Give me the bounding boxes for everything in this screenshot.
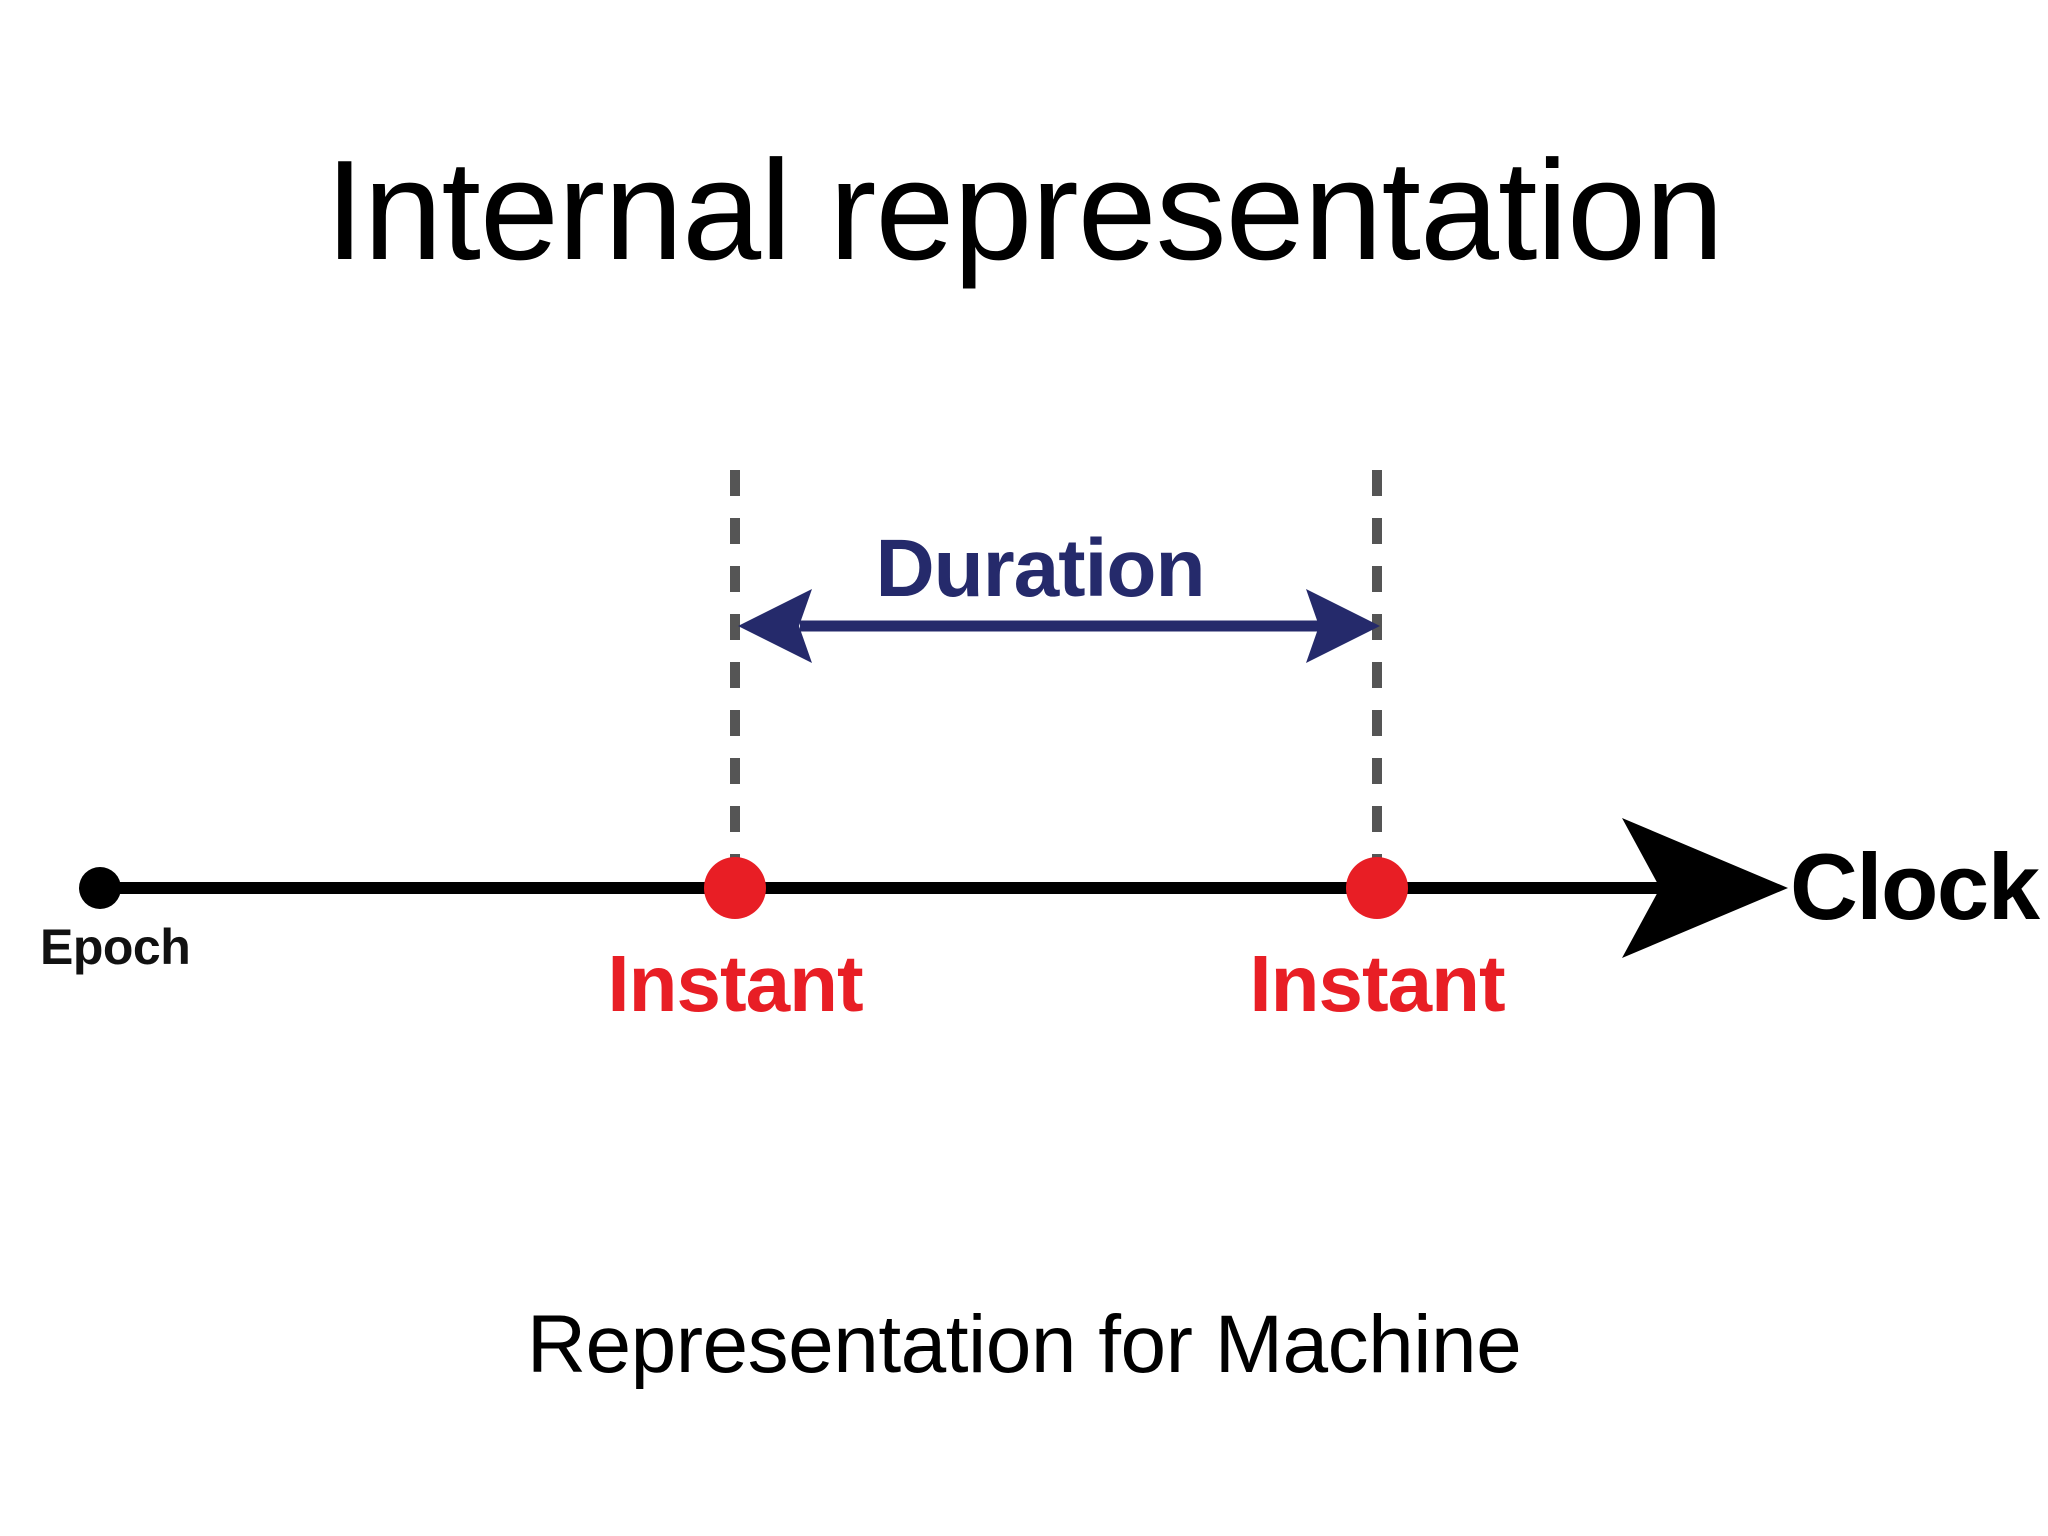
epoch-label: Epoch [40,919,191,975]
instant-dot-1 [704,857,766,919]
instant-dot-2 [1346,857,1408,919]
duration-arrowhead-left [738,589,812,663]
clock-axis-label: Clock [1790,834,2040,939]
instant-label-2: Instant [1249,939,1505,1028]
epoch-dot [79,867,121,909]
page-title: Internal representation [325,131,1724,290]
duration-label: Duration [875,523,1205,614]
instant-label-1: Instant [607,939,863,1028]
duration-arrowhead-right [1306,589,1380,663]
slide-caption: Representation for Machine [526,1299,1522,1390]
timeline-arrowhead-icon [1622,818,1788,958]
